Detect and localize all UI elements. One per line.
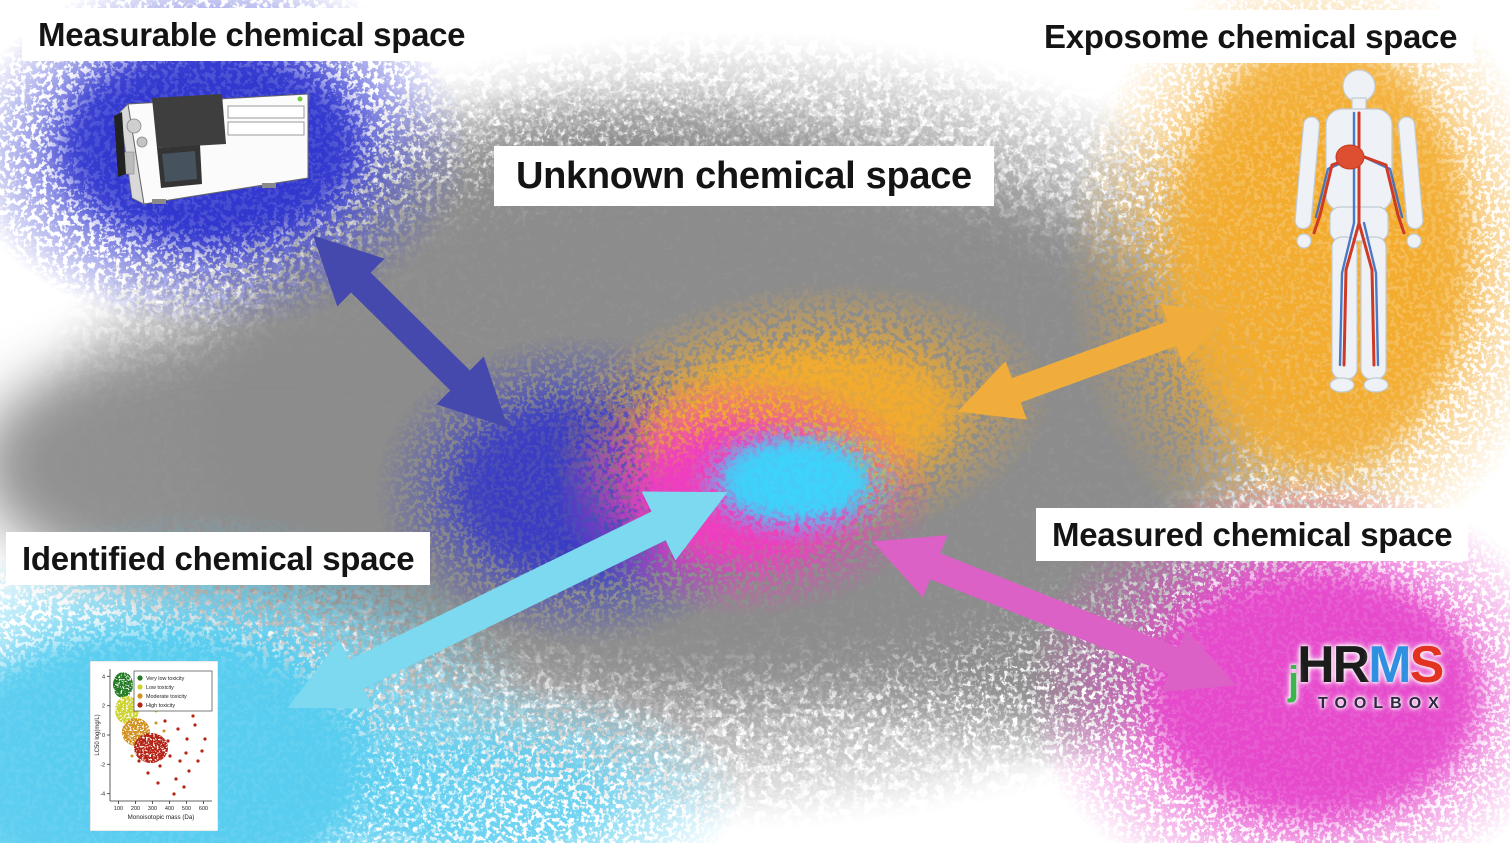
toxicity-scatter-inset: 4 2 0 -2 -4 100 200 300 400 500 600 Mono…	[90, 661, 218, 831]
svg-text:600: 600	[199, 806, 208, 812]
logo-letter-j: j	[1288, 659, 1299, 703]
svg-text:400: 400	[165, 806, 174, 812]
tick-labels: 4 2 0 -2 -4 100 200 300 400 500 600	[100, 674, 208, 812]
arrow-measured	[872, 535, 1237, 692]
svg-text:Low toxicity: Low toxicity	[146, 685, 174, 691]
label-measurable-chemical-space: Measurable chemical space	[22, 8, 482, 61]
logo-letter-s: S	[1409, 636, 1445, 694]
arrows	[287, 235, 1237, 709]
svg-text:300: 300	[148, 806, 157, 812]
scatter-outliers-moderate	[130, 721, 166, 758]
exposome-chemical-space-cloud	[1065, 0, 1510, 570]
scatter-outliers	[137, 714, 207, 796]
mass-spectrometer-illustration	[114, 93, 309, 205]
scatter-clusters	[113, 672, 168, 763]
label-exposome-chemical-space: Exposome chemical space	[1028, 10, 1474, 63]
arrow-measurable	[313, 235, 508, 428]
axes	[107, 669, 212, 804]
arrow-exposome	[957, 304, 1231, 420]
jhrms-toolbox-logo: jHRMS TOOLBOX	[1288, 639, 1468, 713]
label-unknown-chemical-space: Unknown chemical space	[494, 146, 994, 206]
x-axis-label: Monoisotopic mass (Da)	[128, 814, 195, 821]
logo-letter-m: M	[1368, 636, 1411, 694]
human-body-illustration	[1294, 69, 1424, 393]
logo-letters-hr: HR	[1297, 636, 1370, 694]
y-axis-label: LC50 log(mg/L)	[95, 714, 101, 755]
svg-text:500: 500	[182, 806, 191, 812]
svg-text:Very low toxicity: Very low toxicity	[146, 676, 185, 682]
circulatory-system	[1312, 111, 1406, 367]
label-measured-chemical-space: Measured chemical space	[1036, 508, 1469, 561]
heart-icon	[1335, 144, 1365, 170]
chart-legend: Very low toxicity Low toxicity Moderate …	[133, 670, 213, 712]
svg-text:100: 100	[114, 806, 123, 812]
svg-text:Moderate toxicity: Moderate toxicity	[146, 694, 187, 700]
label-identified-chemical-space: Identified chemical space	[6, 532, 431, 585]
svg-text:2: 2	[102, 704, 105, 710]
logo-toolbox-text: TOOLBOX	[1318, 694, 1446, 712]
svg-text:4: 4	[102, 674, 105, 680]
svg-text:200: 200	[131, 806, 140, 812]
arrow-identified	[287, 491, 728, 709]
logo-wordmark: jHRMS	[1288, 639, 1468, 701]
svg-text:0: 0	[102, 733, 105, 739]
svg-text:-4: -4	[100, 792, 105, 798]
svg-text:-2: -2	[100, 762, 105, 768]
bottom-margin	[0, 843, 1510, 858]
svg-text:High toxicity: High toxicity	[146, 703, 175, 709]
